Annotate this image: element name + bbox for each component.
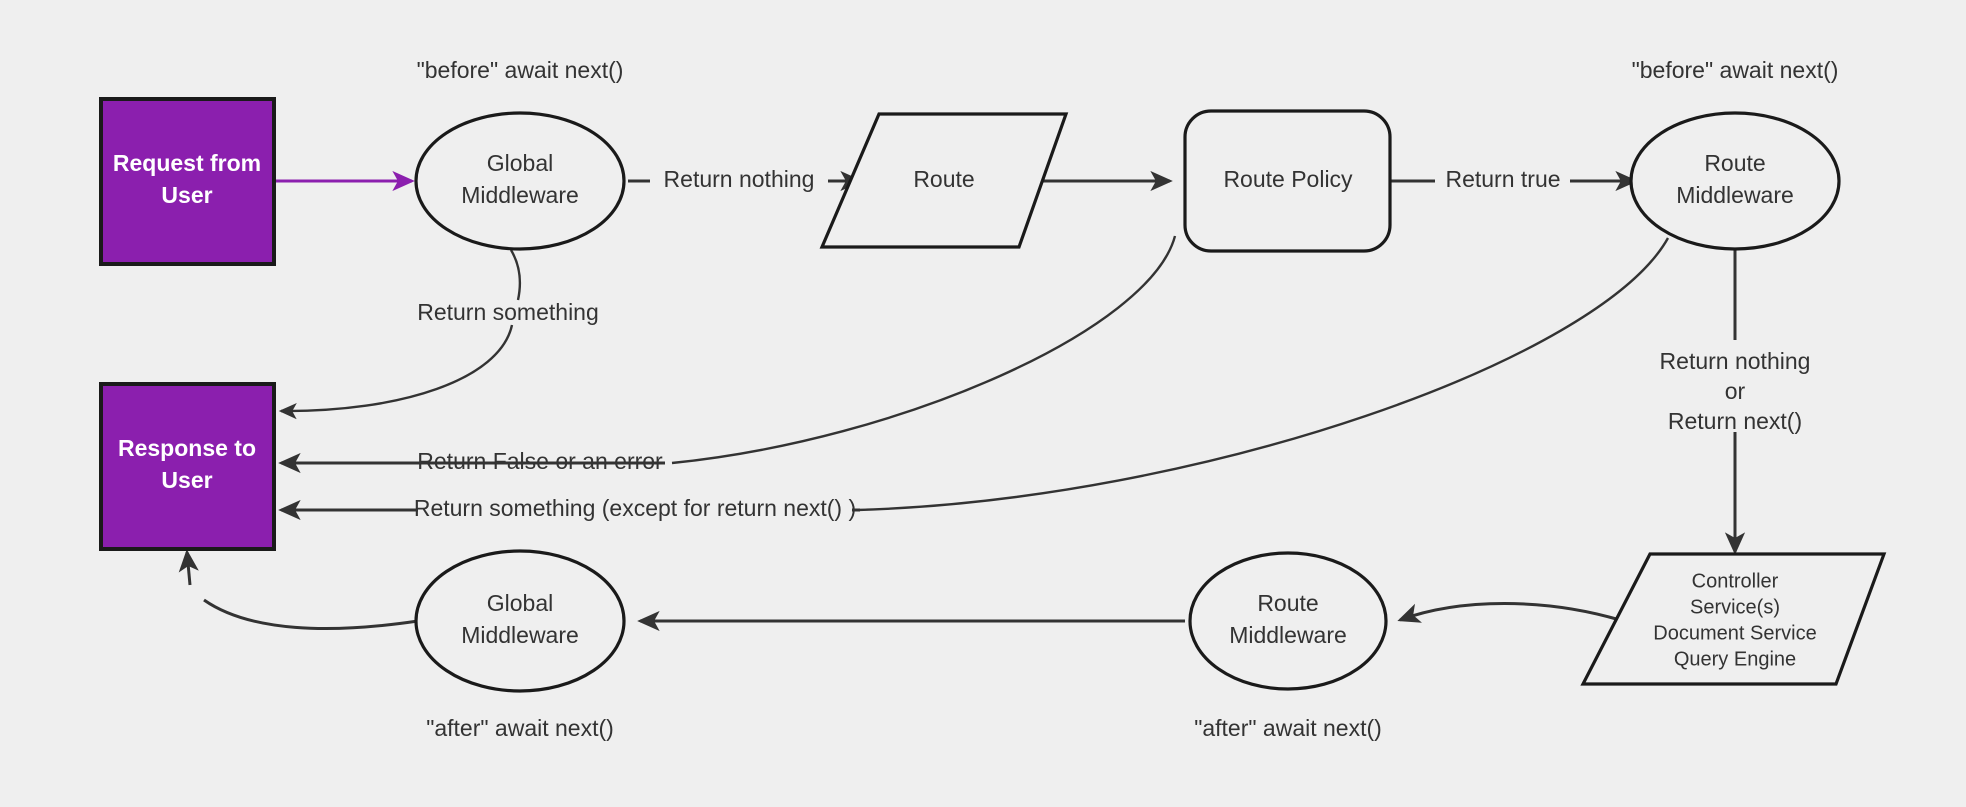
annotation-before-await-next-global: "before" await next() [417, 57, 624, 83]
node-route-middleware-bottom[interactable]: Route Middleware [1188, 551, 1388, 691]
edge-label-return-nothing-vertical-line1: Return nothing [1660, 348, 1811, 374]
edge-controller-to-route-middleware-bottom [1397, 602, 1621, 623]
response-to-user-label-line2: User [161, 467, 212, 493]
annotation-after-await-next-route: "after" await next() [1194, 715, 1382, 741]
node-route-middleware-top[interactable]: Route Middleware [1629, 111, 1841, 251]
node-controller-stack[interactable]: Controller Service(s) Document Service Q… [1580, 552, 1887, 686]
global-middleware-bottom-label-line1: Global [487, 590, 553, 616]
annotation-before-await-next-route: "before" await next() [1632, 57, 1839, 83]
global-middleware-top-label-line1: Global [487, 150, 553, 176]
controller-stack-label-line2: Service(s) [1690, 596, 1780, 618]
edge-global-middleware-bottom-curve [203, 598, 419, 631]
node-route-policy[interactable]: Route Policy [1183, 109, 1392, 253]
node-request-from-user[interactable]: Request from User [99, 97, 276, 266]
edge-global-return-something-stub [509, 249, 522, 301]
node-global-middleware-top[interactable]: Global Middleware [414, 111, 626, 251]
node-response-to-user[interactable]: Response to User [99, 382, 276, 551]
annotation-after-await-next-global: "after" await next() [426, 715, 614, 741]
route-label: Route [913, 166, 974, 192]
edge-route-mw-return-something-curve [856, 237, 1670, 512]
response-to-user-label-line1: Response to [118, 435, 256, 461]
edge-policy-return-false-curve [671, 235, 1177, 465]
edge-label-return-nothing-vertical-line2: or [1725, 378, 1746, 404]
node-route[interactable]: Route [819, 112, 1069, 249]
node-global-middleware-bottom[interactable]: Global Middleware [414, 549, 626, 693]
edge-global-middleware-bottom-to-response [178, 549, 199, 586]
route-middleware-top-label-line2: Middleware [1676, 182, 1794, 208]
edge-label-return-nothing: Return nothing [664, 166, 815, 192]
route-middleware-bottom-label-line1: Route [1257, 590, 1318, 616]
route-middleware-top-label-line1: Route [1704, 150, 1765, 176]
edge-label-return-true: Return true [1445, 166, 1560, 192]
edge-label-return-false-or-error: Return False or an error [417, 448, 663, 474]
controller-stack-label-line1: Controller [1692, 570, 1779, 592]
edge-global-return-something-curve [278, 324, 514, 420]
global-middleware-top-label-line2: Middleware [461, 182, 579, 208]
edge-label-return-nothing-vertical-line3: Return next() [1668, 408, 1802, 434]
controller-stack-label-line4: Query Engine [1674, 648, 1796, 670]
request-from-user-label-line1: Request from [113, 150, 261, 176]
global-middleware-bottom-label-line2: Middleware [461, 622, 579, 648]
route-policy-label: Route Policy [1223, 166, 1353, 192]
edge-label-return-something: Return something [417, 299, 599, 325]
controller-stack-label-line3: Document Service [1653, 622, 1816, 644]
edge-label-return-something-except-next: Return something (except for return next… [414, 495, 856, 521]
request-from-user-label-line2: User [161, 182, 212, 208]
route-middleware-bottom-label-line2: Middleware [1229, 622, 1347, 648]
